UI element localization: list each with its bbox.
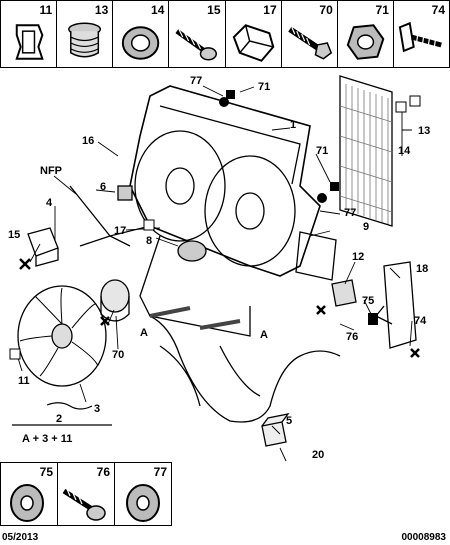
part-number: 74 (431, 3, 445, 17)
plug-icon (68, 22, 102, 58)
callout-12: 12 (352, 251, 364, 263)
part-number: 13 (94, 3, 109, 17)
part-cell-13[interactable]: 13 (57, 1, 114, 67)
part-cell-14[interactable]: 14 (113, 1, 170, 67)
callout-a-2: A (260, 329, 268, 341)
wiring-harness-5 (149, 315, 341, 423)
callout-17: 17 (114, 225, 126, 237)
callout-16: 16 (82, 135, 94, 147)
part-cell-17[interactable]: 17 (226, 1, 282, 67)
part-number: 70 (319, 3, 333, 17)
callout-3: 3 (94, 403, 100, 415)
callout-74: 74 (414, 315, 427, 327)
part-cell-15[interactable]: 15 (169, 1, 226, 67)
part-cell-71[interactable]: 71 (338, 1, 394, 67)
callout-18: 18 (416, 263, 428, 275)
callout-9: 9 (363, 221, 369, 233)
callout-76: 76 (346, 331, 358, 343)
callout-5: 5 (286, 415, 292, 427)
callout-71: 71 (258, 81, 270, 93)
callout-11: 11 (18, 375, 30, 387)
callout-4: 4 (46, 197, 53, 209)
part-number: 15 (207, 3, 221, 17)
callout-a: A (140, 327, 148, 339)
bolt-icon (287, 26, 332, 60)
fan-motor (100, 279, 130, 322)
revision-date: 05/2013 (2, 532, 39, 543)
screw-icon (175, 28, 218, 61)
callout-75: 75 (362, 295, 374, 307)
nut-icon (346, 24, 385, 60)
part-number: 14 (151, 3, 165, 17)
callout-13: 13 (418, 125, 430, 137)
callout-71b: 71 (316, 145, 328, 157)
callout-77: 77 (190, 75, 202, 87)
part-cell-74[interactable]: 74 (394, 1, 449, 67)
callout-1: 1 (290, 119, 296, 131)
callout-6: 6 (100, 181, 106, 193)
fan-wheel (17, 285, 107, 387)
callout-15: 15 (8, 229, 20, 241)
callout-formula: A + 3 + 11 (22, 433, 72, 445)
callout-2: 2 (56, 413, 62, 425)
radiator (339, 75, 393, 227)
switch-18 (374, 261, 417, 349)
stud-clip-icon (398, 21, 442, 53)
callout-77b: 77 (344, 207, 356, 219)
parts-strip-bottom: 75 76 77 (0, 462, 172, 526)
part-number: 75 (39, 465, 53, 479)
part-cell-11[interactable]: 11 (1, 1, 58, 67)
callout-20: 20 (312, 449, 324, 461)
relay-6 (117, 185, 133, 201)
document-code: 00008983 (401, 532, 447, 543)
callout-nfp: NFP (40, 165, 62, 177)
callout-70: 70 (112, 349, 124, 361)
washer-icon (126, 484, 160, 522)
resistor-8 (177, 240, 207, 262)
screw-icon (62, 488, 106, 521)
parts-strip-top: 11 13 14 15 17 7 (0, 0, 450, 68)
exploded-parts-diagram: 77 71 1 16 NFP 6 4 15 17 8 71 77 9 14 13… (8, 75, 430, 462)
clip-icon (15, 24, 44, 60)
part-number: 76 (96, 465, 110, 479)
bracket-4 (27, 227, 59, 267)
callout-8: 8 (146, 235, 152, 247)
bracket-clip-icon (232, 24, 274, 62)
housing-9 (295, 231, 337, 281)
part-number: 77 (153, 465, 167, 479)
washer-icon (122, 26, 160, 60)
relay-20 (261, 413, 290, 447)
callout-14: 14 (398, 145, 411, 157)
part-number: 11 (39, 3, 53, 17)
part-number: 17 (263, 3, 277, 17)
part-cell-76[interactable]: 76 (58, 463, 115, 525)
part-cell-70[interactable]: 70 (282, 1, 338, 67)
part-number: 71 (375, 3, 389, 17)
washer-icon (10, 484, 44, 522)
part-cell-77[interactable]: 77 (115, 463, 171, 525)
connector-12 (331, 279, 357, 307)
part-cell-75[interactable]: 75 (1, 463, 58, 525)
